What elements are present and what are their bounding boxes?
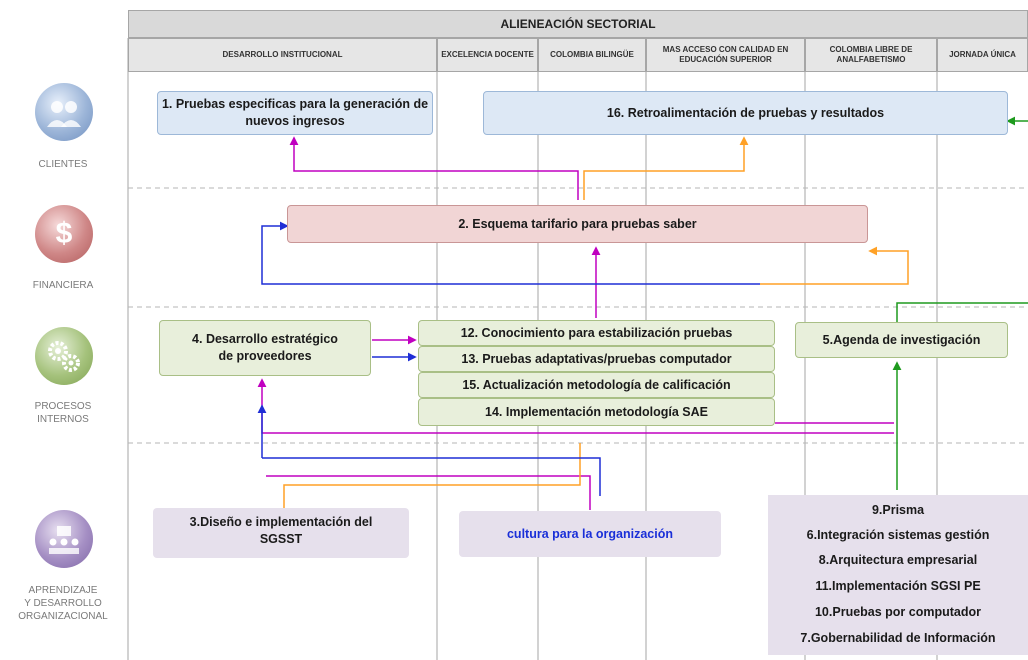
objective-5-box[interactable]: 5.Agenda de investigación xyxy=(795,322,1008,358)
objective-14-box[interactable]: 14. Implementación metodología SAE xyxy=(418,398,775,426)
list-item-gobernabilidad: 7.Gobernabilidad de Información xyxy=(800,631,996,645)
cultura-box[interactable]: cultura para la organización xyxy=(459,511,721,557)
column-mas-acceso: MAS ACCESO CON CALIDAD EN EDUCACIÓN SUPE… xyxy=(646,38,805,72)
objective-15-box[interactable]: 15. Actualización metodología de calific… xyxy=(418,372,775,398)
people-icon xyxy=(35,83,93,141)
perspective-aprendizaje: APRENDIZAJE Y DESARROLLO ORGANIZACIONAL xyxy=(18,585,108,622)
objective-13-box[interactable]: 13. Pruebas adaptativas/pruebas computad… xyxy=(418,346,775,372)
column-desarrollo-institucional: DESARROLLO INSTITUCIONAL xyxy=(128,38,437,72)
objective-16-box[interactable]: 16. Retroalimentación de pruebas y resul… xyxy=(483,91,1008,135)
sector-alignment-header: ALIENEACIÓN SECTORIAL xyxy=(128,10,1028,38)
objective-2-box[interactable]: 2. Esquema tarifario para pruebas saber xyxy=(287,205,868,243)
column-colombia-bilingue: COLOMBIA BILINGÜE xyxy=(538,38,646,72)
perspective-procesos: PROCESOS INTERNOS xyxy=(34,401,92,425)
perspective-financiera: FINANCIERA xyxy=(32,280,94,291)
column-jornada-unica: JORNADA ÚNICA xyxy=(937,38,1028,72)
perspective-clientes: CLIENTES xyxy=(38,159,88,170)
gears-icon xyxy=(35,327,93,385)
list-item-prisma: 9.Prisma xyxy=(871,503,925,517)
list-item-pruebas-computador: 10.Pruebas por computador xyxy=(814,605,981,619)
objective-12-box[interactable]: 12. Conocimiento para estabilización pru… xyxy=(418,320,775,346)
objective-3-box[interactable]: 3.Diseño e implementación del SGSST xyxy=(153,508,409,558)
column-excelencia-docente: EXCELENCIA DOCENTE xyxy=(437,38,538,72)
objective-1-box[interactable]: 1. Pruebas especificas para la generació… xyxy=(157,91,433,135)
orange-connectors xyxy=(283,136,909,510)
meeting-icon xyxy=(35,510,93,568)
blue-connectors xyxy=(257,221,760,496)
green-connectors xyxy=(892,116,1028,490)
column-colombia-libre: COLOMBIA LIBRE DE ANALFABETISMO xyxy=(805,38,937,72)
objectives-list-box[interactable]: 9.Prisma 6.Integración sistemas gestión … xyxy=(768,495,1028,655)
list-item-sgsi: 11.Implementación SGSI PE xyxy=(815,579,981,593)
list-item-arquitectura: 8.Arquitectura empresarial xyxy=(818,553,978,567)
list-item-integracion: 6.Integración sistemas gestión xyxy=(806,528,990,542)
objective-4-box[interactable]: 4. Desarrollo estratégico de proveedores xyxy=(159,320,371,376)
dollar-icon: $ xyxy=(35,205,93,263)
